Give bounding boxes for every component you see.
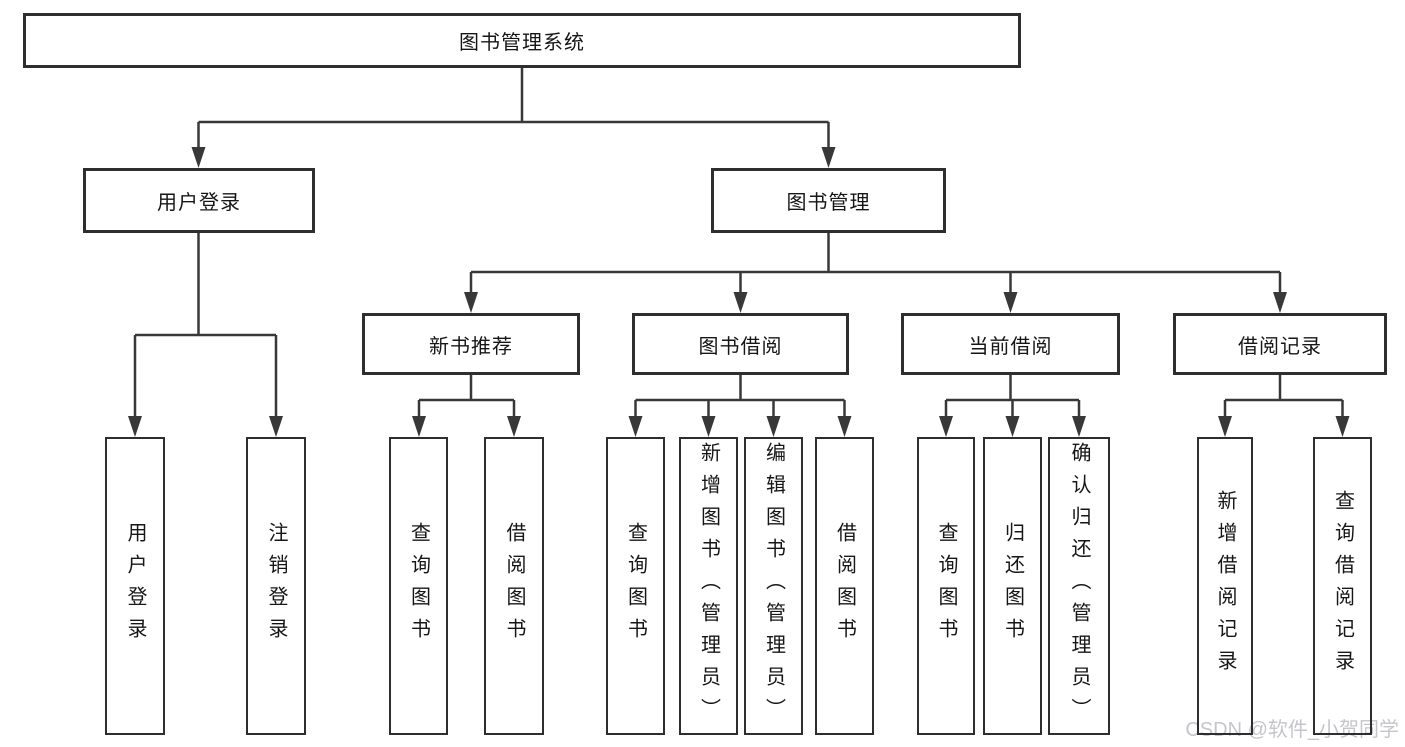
arrowhead — [821, 147, 836, 168]
leaf-newrec-query-books: 查询图书 — [389, 437, 448, 735]
arrowhead — [733, 292, 748, 313]
node-root-system: 图书管理系统 — [23, 13, 1021, 68]
arrowhead — [766, 416, 781, 437]
node-book-borrow: 图书借阅 — [632, 313, 849, 375]
leaf-borrow-query-books: 查询图书 — [606, 437, 665, 735]
node-label: 图书借阅 — [698, 335, 783, 358]
arrowhead — [1335, 416, 1350, 437]
arrowhead — [507, 416, 521, 437]
node-label: 查询图书 — [935, 522, 957, 650]
node-label: 查询图书 — [407, 522, 430, 650]
node-label: 编辑图书（管理员） — [762, 442, 785, 730]
connector-user-login-children — [128, 233, 283, 437]
node-label: 图书管理 — [786, 192, 871, 214]
node-label: 借阅记录 — [1238, 335, 1322, 358]
connector-book-mgmt-children — [464, 233, 1287, 313]
node-label: 查询借阅记录 — [1331, 490, 1354, 682]
leaf-user-login: 用户登录 — [105, 437, 165, 735]
node-label: 确认归还（管理员） — [1068, 442, 1090, 730]
node-label: 注销登录 — [265, 522, 287, 650]
node-label: 借阅图书 — [833, 522, 856, 650]
node-label: 当前借阅 — [968, 335, 1053, 358]
arrowhead — [837, 416, 852, 437]
node-label: 用户登录 — [157, 192, 241, 214]
node-label: 新增图书（管理员） — [697, 442, 720, 730]
arrowhead — [1003, 292, 1018, 313]
node-label: 查询图书 — [624, 522, 647, 650]
node-new-book-recommend: 新书推荐 — [362, 313, 580, 375]
leaf-borrow-add-books-admin: 新增图书（管理员） — [679, 437, 738, 735]
arrowhead — [191, 147, 206, 168]
arrowhead — [628, 416, 643, 437]
leaf-borrow-edit-books-admin: 编辑图书（管理员） — [744, 437, 803, 735]
connector-current-children — [939, 375, 1086, 437]
arrowhead — [128, 416, 142, 437]
leaf-current-confirm-return-admin: 确认归还（管理员） — [1048, 437, 1110, 735]
node-book-management: 图书管理 — [711, 168, 946, 233]
arrowhead — [269, 416, 283, 437]
leaf-borrow-borrow-books: 借阅图书 — [815, 437, 874, 735]
leaf-current-query-books: 查询图书 — [917, 437, 975, 735]
arrowhead — [1072, 416, 1086, 437]
leaf-logout: 注销登录 — [246, 437, 306, 735]
connector-root-to-level2 — [191, 68, 836, 168]
csdn-watermark: CSDN @软件_小贺同学 — [1185, 719, 1399, 741]
node-label: 归还图书 — [1001, 522, 1024, 650]
leaf-records-query-record: 查询借阅记录 — [1313, 437, 1372, 735]
node-label: 新书推荐 — [429, 335, 513, 358]
connector-records-children — [1218, 375, 1350, 437]
arrowhead — [701, 416, 716, 437]
arrowhead — [464, 292, 478, 313]
node-label: 图书管理系统 — [459, 32, 585, 54]
node-user-login: 用户登录 — [83, 168, 315, 233]
node-current-borrow: 当前借阅 — [901, 313, 1120, 375]
node-label: 新增借阅记录 — [1214, 490, 1236, 682]
node-borrow-records: 借阅记录 — [1173, 313, 1387, 375]
arrowhead — [1273, 292, 1287, 313]
node-label: 用户登录 — [124, 522, 146, 650]
arrowhead — [939, 416, 953, 437]
leaf-records-add-record: 新增借阅记录 — [1197, 437, 1253, 735]
connector-borrow-children — [628, 375, 852, 437]
leaf-newrec-borrow-books: 借阅图书 — [484, 437, 544, 735]
connector-new-book-children — [412, 375, 521, 437]
arrowhead — [1005, 416, 1020, 437]
leaf-current-return-books: 归还图书 — [983, 437, 1042, 735]
node-label: 借阅图书 — [503, 522, 525, 650]
arrowhead — [1218, 416, 1232, 437]
arrowhead — [412, 416, 426, 437]
